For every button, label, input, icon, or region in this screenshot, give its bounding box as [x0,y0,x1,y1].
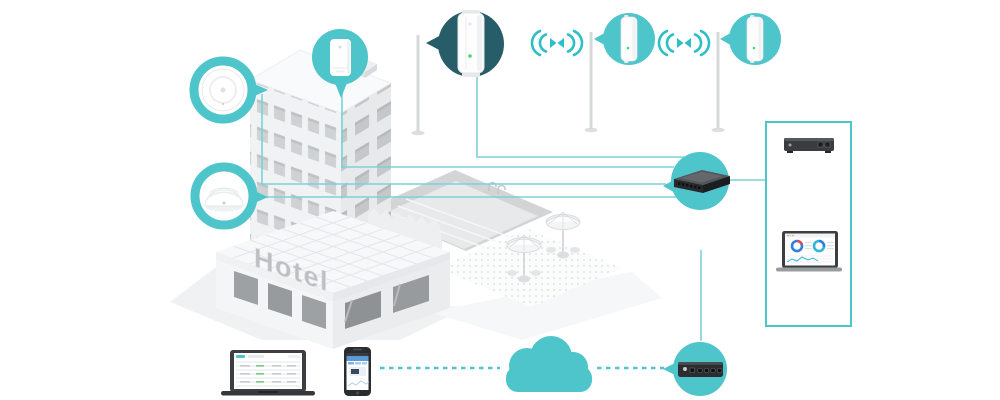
management-laptop [221,350,315,396]
mounting-poles [411,32,725,136]
outdoor-ap-small-icon [620,15,638,63]
callout-ceiling-ap-top [189,56,268,124]
callout-outdoor-ap-pole2 [594,13,655,65]
patio [437,229,622,307]
annex-roof-grid [232,216,434,288]
callout-ceiling-ap-dome [190,162,268,230]
callout-wall-ap [312,29,368,98]
callout-gateway [663,342,727,396]
tower-roof [248,49,393,114]
hotel-annex: Hotel [216,208,450,349]
line-ceiling-ap-top-to-switch [261,94,666,185]
callout-switch [663,152,730,210]
connection-lines [260,77,765,341]
wifi-signal-icon-2 [657,29,711,57]
dashboard-laptop [776,231,842,272]
umbrella-back [545,211,581,259]
wifi-signal-icon-1 [530,29,584,57]
ceiling-ap-dome-icon [204,187,244,212]
mounting-pole-2 [589,32,593,129]
pool-ladder-icon [488,181,506,194]
mounting-pole-3 [716,32,720,129]
outdoor-ap-small-icon [746,15,764,63]
management-box [765,121,852,327]
switch-icon [674,170,730,193]
line-wall-ap-to-switch [341,93,674,168]
wall-ap-icon [330,39,351,76]
management-phone [344,347,371,396]
annex-wing-edge [368,208,442,250]
callout-outdoor-ap-closeup [426,10,504,77]
gateway-router-icon [678,362,723,377]
callout-outdoor-ap-pole3 [720,13,781,65]
cloud-icon [506,336,592,392]
mounting-pole-1 [416,35,420,132]
umbrella-front [506,234,542,283]
ceiling-ap-top-icon [201,68,245,112]
swimming-pool [368,170,553,253]
controller-icon [784,138,834,153]
line-outdoor-ap-to-switch [476,77,684,158]
outdoor-ap-icon [457,10,485,77]
